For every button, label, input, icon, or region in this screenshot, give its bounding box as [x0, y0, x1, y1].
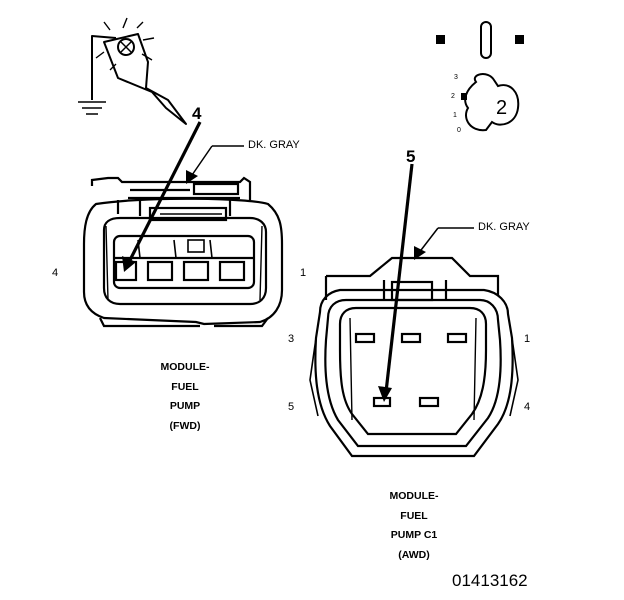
awd-pin-label-1: 1	[524, 333, 531, 345]
awd-title-line-4: (AWD)	[398, 548, 430, 561]
callout-number-4: 4	[192, 104, 202, 123]
dial-scale-0: 0	[457, 127, 461, 134]
dial-scale-1: 1	[453, 112, 457, 119]
fwd-connector-title: MODULE- FUEL PUMP (FWD)	[140, 362, 230, 431]
callout-number-5: 5	[406, 147, 416, 166]
fwd-title-line-3: PUMP	[169, 400, 201, 412]
awd-title-line-3: PUMP C1	[390, 529, 438, 541]
figure-id: 01413162	[452, 571, 528, 590]
wire-color-label-fwd: DK. GRAY	[248, 139, 300, 151]
test-light-icon	[78, 17, 187, 125]
awd-title-line-1: MODULE-	[389, 490, 439, 502]
fwd-connector	[82, 176, 284, 328]
dial-reading: 2	[496, 97, 508, 119]
dial-scale-3: 3	[454, 74, 458, 81]
awd-pin-label-4: 4	[524, 401, 531, 413]
dial-inset-icon	[436, 21, 524, 132]
awd-pin-label-3: 3	[288, 333, 295, 345]
fwd-pin-label-left: 4	[52, 267, 59, 279]
dial-scale-2: 2	[451, 93, 455, 100]
fwd-title-line-2: FUEL	[171, 380, 199, 393]
awd-connector	[309, 256, 519, 458]
awd-connector-title: MODULE- FUEL PUMP C1 (AWD)	[366, 491, 462, 560]
fwd-title-line-1: MODULE-	[160, 361, 210, 373]
awd-pin-label-5: 5	[288, 401, 295, 413]
awd-title-line-2: FUEL	[400, 509, 428, 522]
wire-color-label-awd: DK. GRAY	[478, 221, 530, 233]
fwd-title-line-4: (FWD)	[169, 419, 201, 432]
callout-arrows	[122, 121, 474, 402]
fwd-pin-label-right: 1	[300, 267, 307, 279]
